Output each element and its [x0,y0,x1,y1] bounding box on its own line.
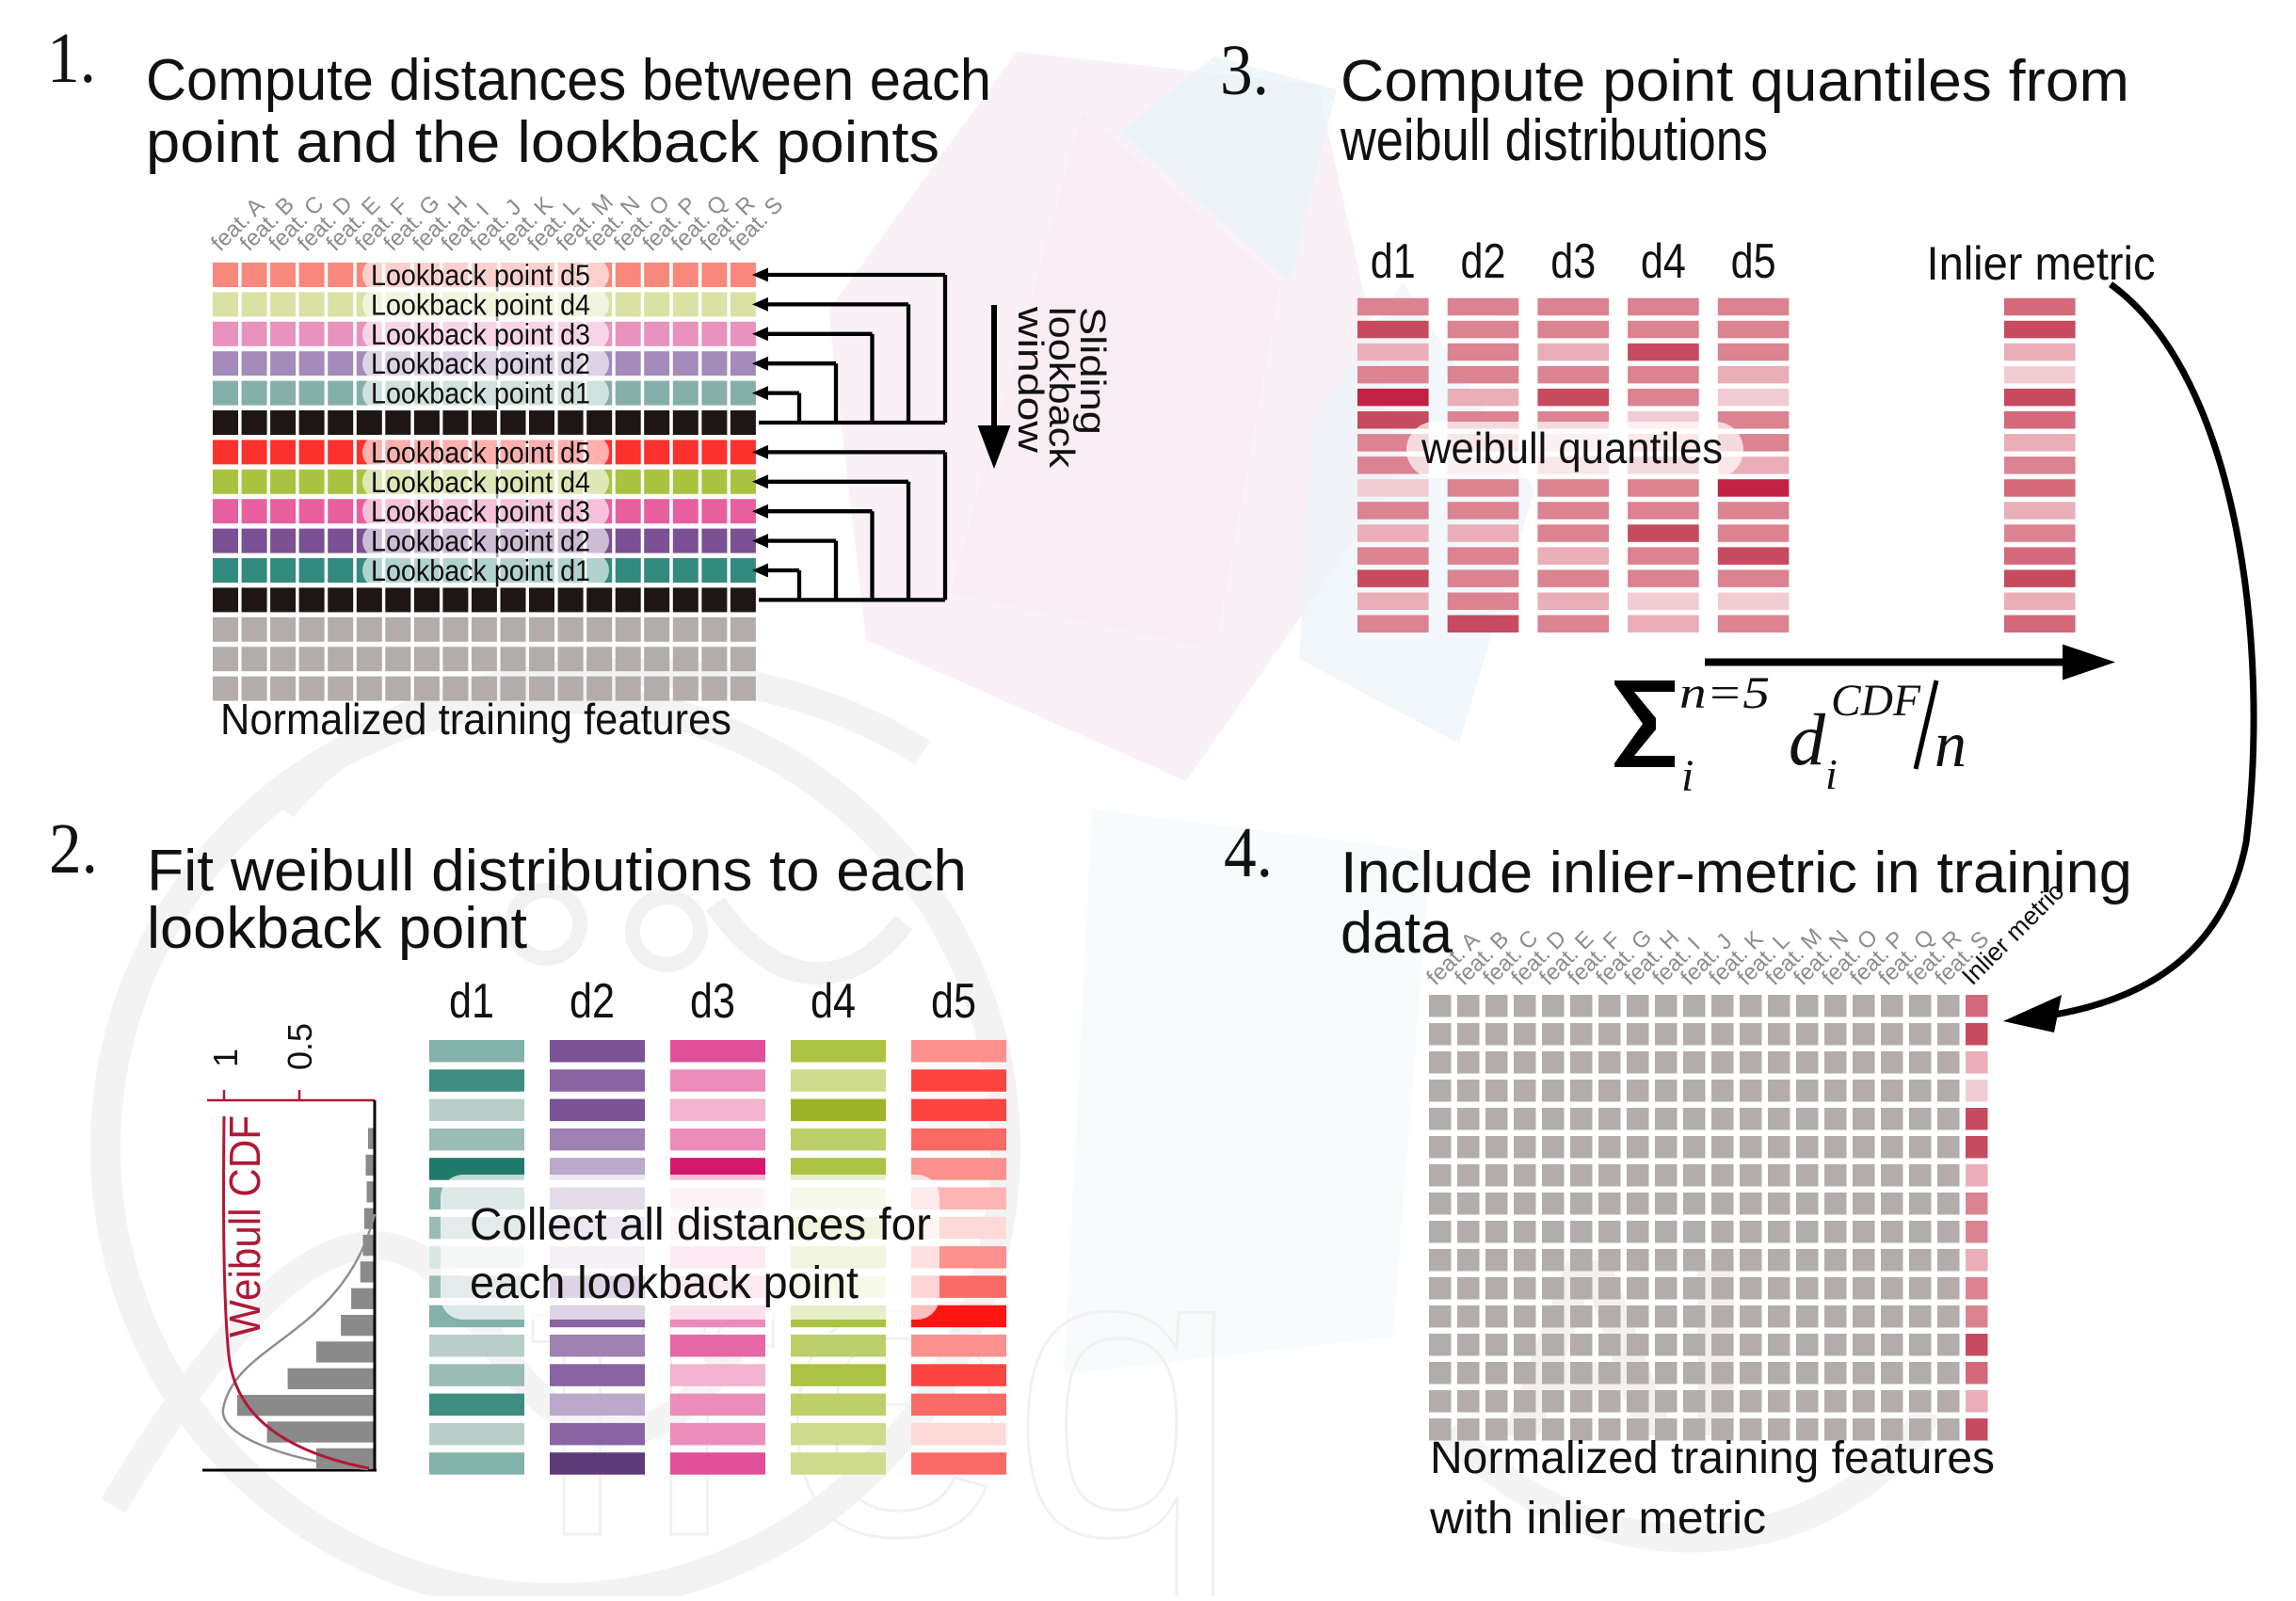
svg-text:1: 1 [206,1049,245,1067]
svg-text:d4: d4 [811,974,856,1029]
svg-text:point and the lookback points: point and the lookback points [146,110,939,175]
svg-text:Weibull CDF: Weibull CDF [220,1115,269,1337]
svg-text:d4: d4 [1641,234,1686,289]
svg-text:n: n [1935,709,1967,781]
svg-text:Lookback point d5: Lookback point d5 [371,258,590,292]
svg-text:with inlier metric: with inlier metric [1429,1494,1766,1544]
svg-text:d5: d5 [931,974,976,1029]
svg-text:d5: d5 [1731,234,1776,289]
svg-text:data: data [1341,901,1453,966]
svg-text:Include inlier-metric in train: Include inlier-metric in training [1341,841,2132,905]
svg-text:Fit weibull distributions to e: Fit weibull distributions to each [147,839,967,904]
svg-text:0.5: 0.5 [281,1023,319,1070]
svg-text:CDF: CDF [1831,676,1921,726]
svg-text:each lookback point: each lookback point [470,1258,859,1308]
svg-text:2.: 2. [49,809,98,889]
svg-text:Slidinglookbackwindow: Slidinglookbackwindow [1010,306,1112,469]
svg-text:Lookback point d1: Lookback point d1 [371,553,590,587]
svg-text:3.: 3. [1220,31,1269,110]
svg-text:Lookback point d2: Lookback point d2 [371,346,590,380]
svg-text:d1: d1 [1371,234,1416,289]
svg-text:d2: d2 [1461,234,1506,289]
svg-text:Lookback point d5: Lookback point d5 [371,435,590,469]
svg-text:weibull distributions: weibull distributions [1340,108,1768,173]
svg-text:weibull quantiles: weibull quantiles [1421,424,1723,472]
svg-text:n=5: n=5 [1679,668,1770,718]
svg-text:d: d [1789,698,1826,780]
svg-text:AI: AI [1497,1207,1751,1490]
svg-text:Lookback point d3: Lookback point d3 [371,494,590,528]
svg-text:4.: 4. [1224,813,1273,892]
svg-text:lookback point: lookback point [147,896,527,961]
svg-text:Lookback point d2: Lookback point d2 [371,524,590,558]
svg-text:Lookback point d4: Lookback point d4 [371,287,590,321]
svg-text:Compute distances between each: Compute distances between each [146,48,991,113]
svg-text:d2: d2 [570,974,615,1029]
svg-text:Inlier metric: Inlier metric [1927,237,2156,290]
svg-text:Lookback point d1: Lookback point d1 [371,376,590,410]
svg-text:i: i [1681,751,1694,801]
svg-text:Normalized training features: Normalized training features [220,695,731,744]
svg-text:i: i [1825,750,1838,798]
svg-text:Collect all distances for: Collect all distances for [470,1200,931,1250]
svg-text:d3: d3 [1550,234,1596,289]
svg-text:Lookback point d3: Lookback point d3 [371,317,590,351]
svg-text:1.: 1. [47,19,96,98]
svg-text:Compute point quantiles from: Compute point quantiles from [1341,49,2129,114]
svg-text:Lookback point d4: Lookback point d4 [371,465,590,499]
svg-text:d3: d3 [690,974,735,1029]
svg-text:d1: d1 [449,974,494,1029]
svg-text:Normalized training features: Normalized training features [1430,1433,1995,1483]
